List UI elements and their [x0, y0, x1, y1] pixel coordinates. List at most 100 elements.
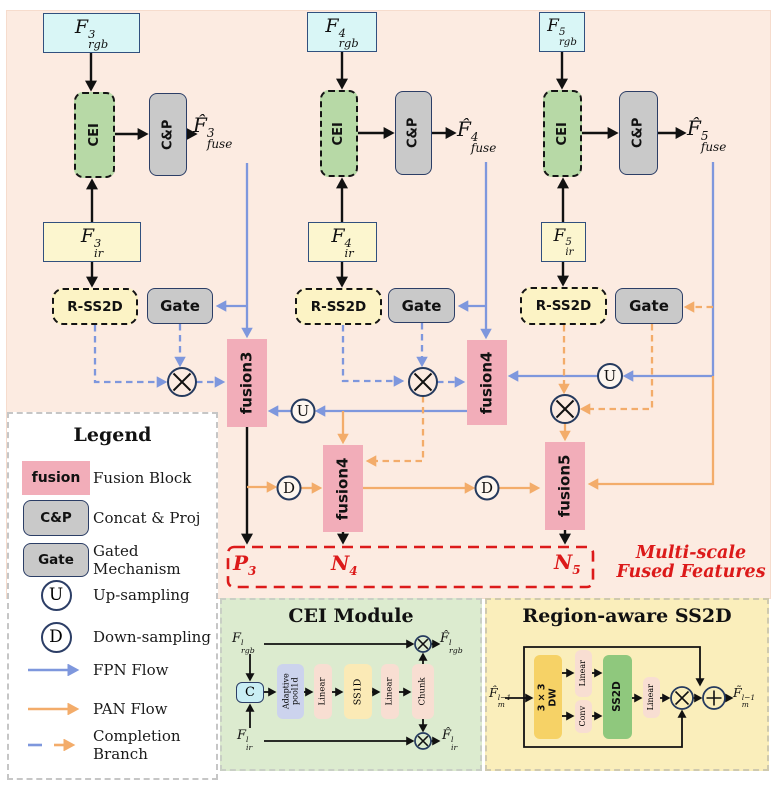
cp5-box: C&P	[619, 91, 658, 175]
legend-fusion-label: Fusion Block	[93, 469, 192, 487]
legend-fusion-swatch: fusion	[22, 461, 90, 495]
cei-pool-line1: Adaptive	[281, 673, 291, 710]
region-conv-box: Conv	[575, 700, 592, 733]
legend-u-letter: U	[48, 585, 64, 605]
cei4-box: CEI	[320, 90, 358, 177]
cp3-label: C&P	[160, 119, 176, 150]
legend-down-label: Down-sampling	[93, 628, 211, 646]
fusion5-box: fusion5	[545, 442, 585, 530]
region-linear-top-box: Linear	[575, 650, 592, 697]
cei3-box: CEI	[74, 92, 115, 178]
fusion3-label: fusion3	[237, 351, 256, 415]
rss2d4-label: R-SS2D	[310, 298, 367, 315]
cei4-label: CEI	[331, 121, 347, 146]
rss2d4-box: R-SS2D	[295, 288, 382, 325]
legend-row-cp: C&P Concat & Proj	[7, 500, 218, 536]
region-dw-line1: 3 × 3	[536, 683, 548, 711]
cei-linear2-box: Linear	[381, 664, 399, 719]
cei5-box: CEI	[543, 90, 582, 177]
legend-d-icon: D	[40, 621, 72, 653]
pan-arrow-icon	[17, 691, 95, 727]
region-ss2d-box: SS2D	[603, 655, 632, 739]
legend-row-fpn: FPN Flow	[7, 652, 218, 688]
gate4-box: Gate	[388, 288, 455, 323]
gate3-box: Gate	[147, 288, 213, 324]
cp3-box: C&P	[149, 93, 187, 176]
fusion4-top-label: fusion4	[477, 351, 496, 414]
legend-gate-swatch-label: Gate	[38, 552, 74, 568]
legend-d-letter: D	[49, 627, 63, 647]
gate5-label: Gate	[629, 297, 669, 315]
cei-concat-label: C	[245, 685, 255, 700]
region-linear-out-label: Linear	[646, 684, 656, 711]
region-conv-label: Conv	[578, 706, 588, 727]
cei-ss1d-box: SS1D	[344, 664, 372, 719]
legend-cp-label: Concat & Proj	[93, 509, 201, 527]
cei-linear2-label: Linear	[384, 677, 395, 706]
cei5-label: CEI	[554, 121, 570, 146]
legend-row-pan: PAN Flow	[7, 691, 218, 727]
region-module-title: Region-aware SS2D	[522, 605, 732, 627]
region-linear-top-label: Linear	[578, 660, 588, 687]
rss2d3-box: R-SS2D	[52, 288, 138, 325]
cp4-box: C&P	[395, 91, 432, 175]
legend: Legend fusion Fusion Block C&P Concat & …	[7, 412, 218, 780]
region-dw-line2: DW	[547, 687, 559, 707]
legend-row-downsampling: D Down-sampling	[7, 619, 218, 655]
fusion4-bottom-label: fusion4	[333, 457, 352, 520]
cei3-label: CEI	[86, 123, 102, 147]
legend-gate-swatch: Gate	[23, 543, 89, 577]
multiscale-caption: Multi-scale Fused Features	[605, 543, 776, 583]
legend-fusion-swatch-label: fusion	[31, 470, 81, 486]
legend-row-upsampling: U Up-sampling	[7, 577, 218, 613]
fusion5-label: fusion5	[555, 454, 574, 518]
cei-pool-line2: pool1d	[290, 677, 300, 706]
legend-cp-swatch: C&P	[23, 500, 89, 536]
cei-chunk-box: Chunk	[412, 664, 434, 719]
rss2d3-label: R-SS2D	[67, 298, 123, 315]
cei-linear1-label: Linear	[317, 677, 328, 706]
legend-pan-label: PAN Flow	[93, 700, 168, 718]
cei-ss1d-label: SS1D	[352, 678, 364, 705]
gate5-box: Gate	[615, 288, 683, 324]
cei-module-title: CEI Module	[288, 605, 414, 627]
fpn-arrow-icon	[17, 652, 95, 688]
rss2d5-label: R-SS2D	[535, 298, 592, 314]
cei-chunk-label: Chunk	[417, 677, 428, 706]
region-ss2d-label: SS2D	[610, 681, 623, 713]
fusion3-box: fusion3	[227, 339, 267, 427]
cei-concat-box: C	[236, 682, 264, 703]
legend-completion-label: Completion Branch	[93, 727, 181, 763]
gate4-label: Gate	[401, 296, 442, 315]
legend-up-label: Up-sampling	[93, 586, 190, 604]
completion-branch-icon	[17, 727, 95, 763]
multiscale-caption-line1: Multi-scale	[635, 543, 747, 563]
legend-gate-label: Gated Mechanism	[93, 542, 181, 578]
legend-cp-swatch-label: C&P	[40, 510, 72, 526]
multiscale-caption-line2: Fused Features	[616, 562, 766, 583]
legend-title: Legend	[73, 424, 152, 446]
cei-linear1-box: Linear	[314, 664, 332, 719]
